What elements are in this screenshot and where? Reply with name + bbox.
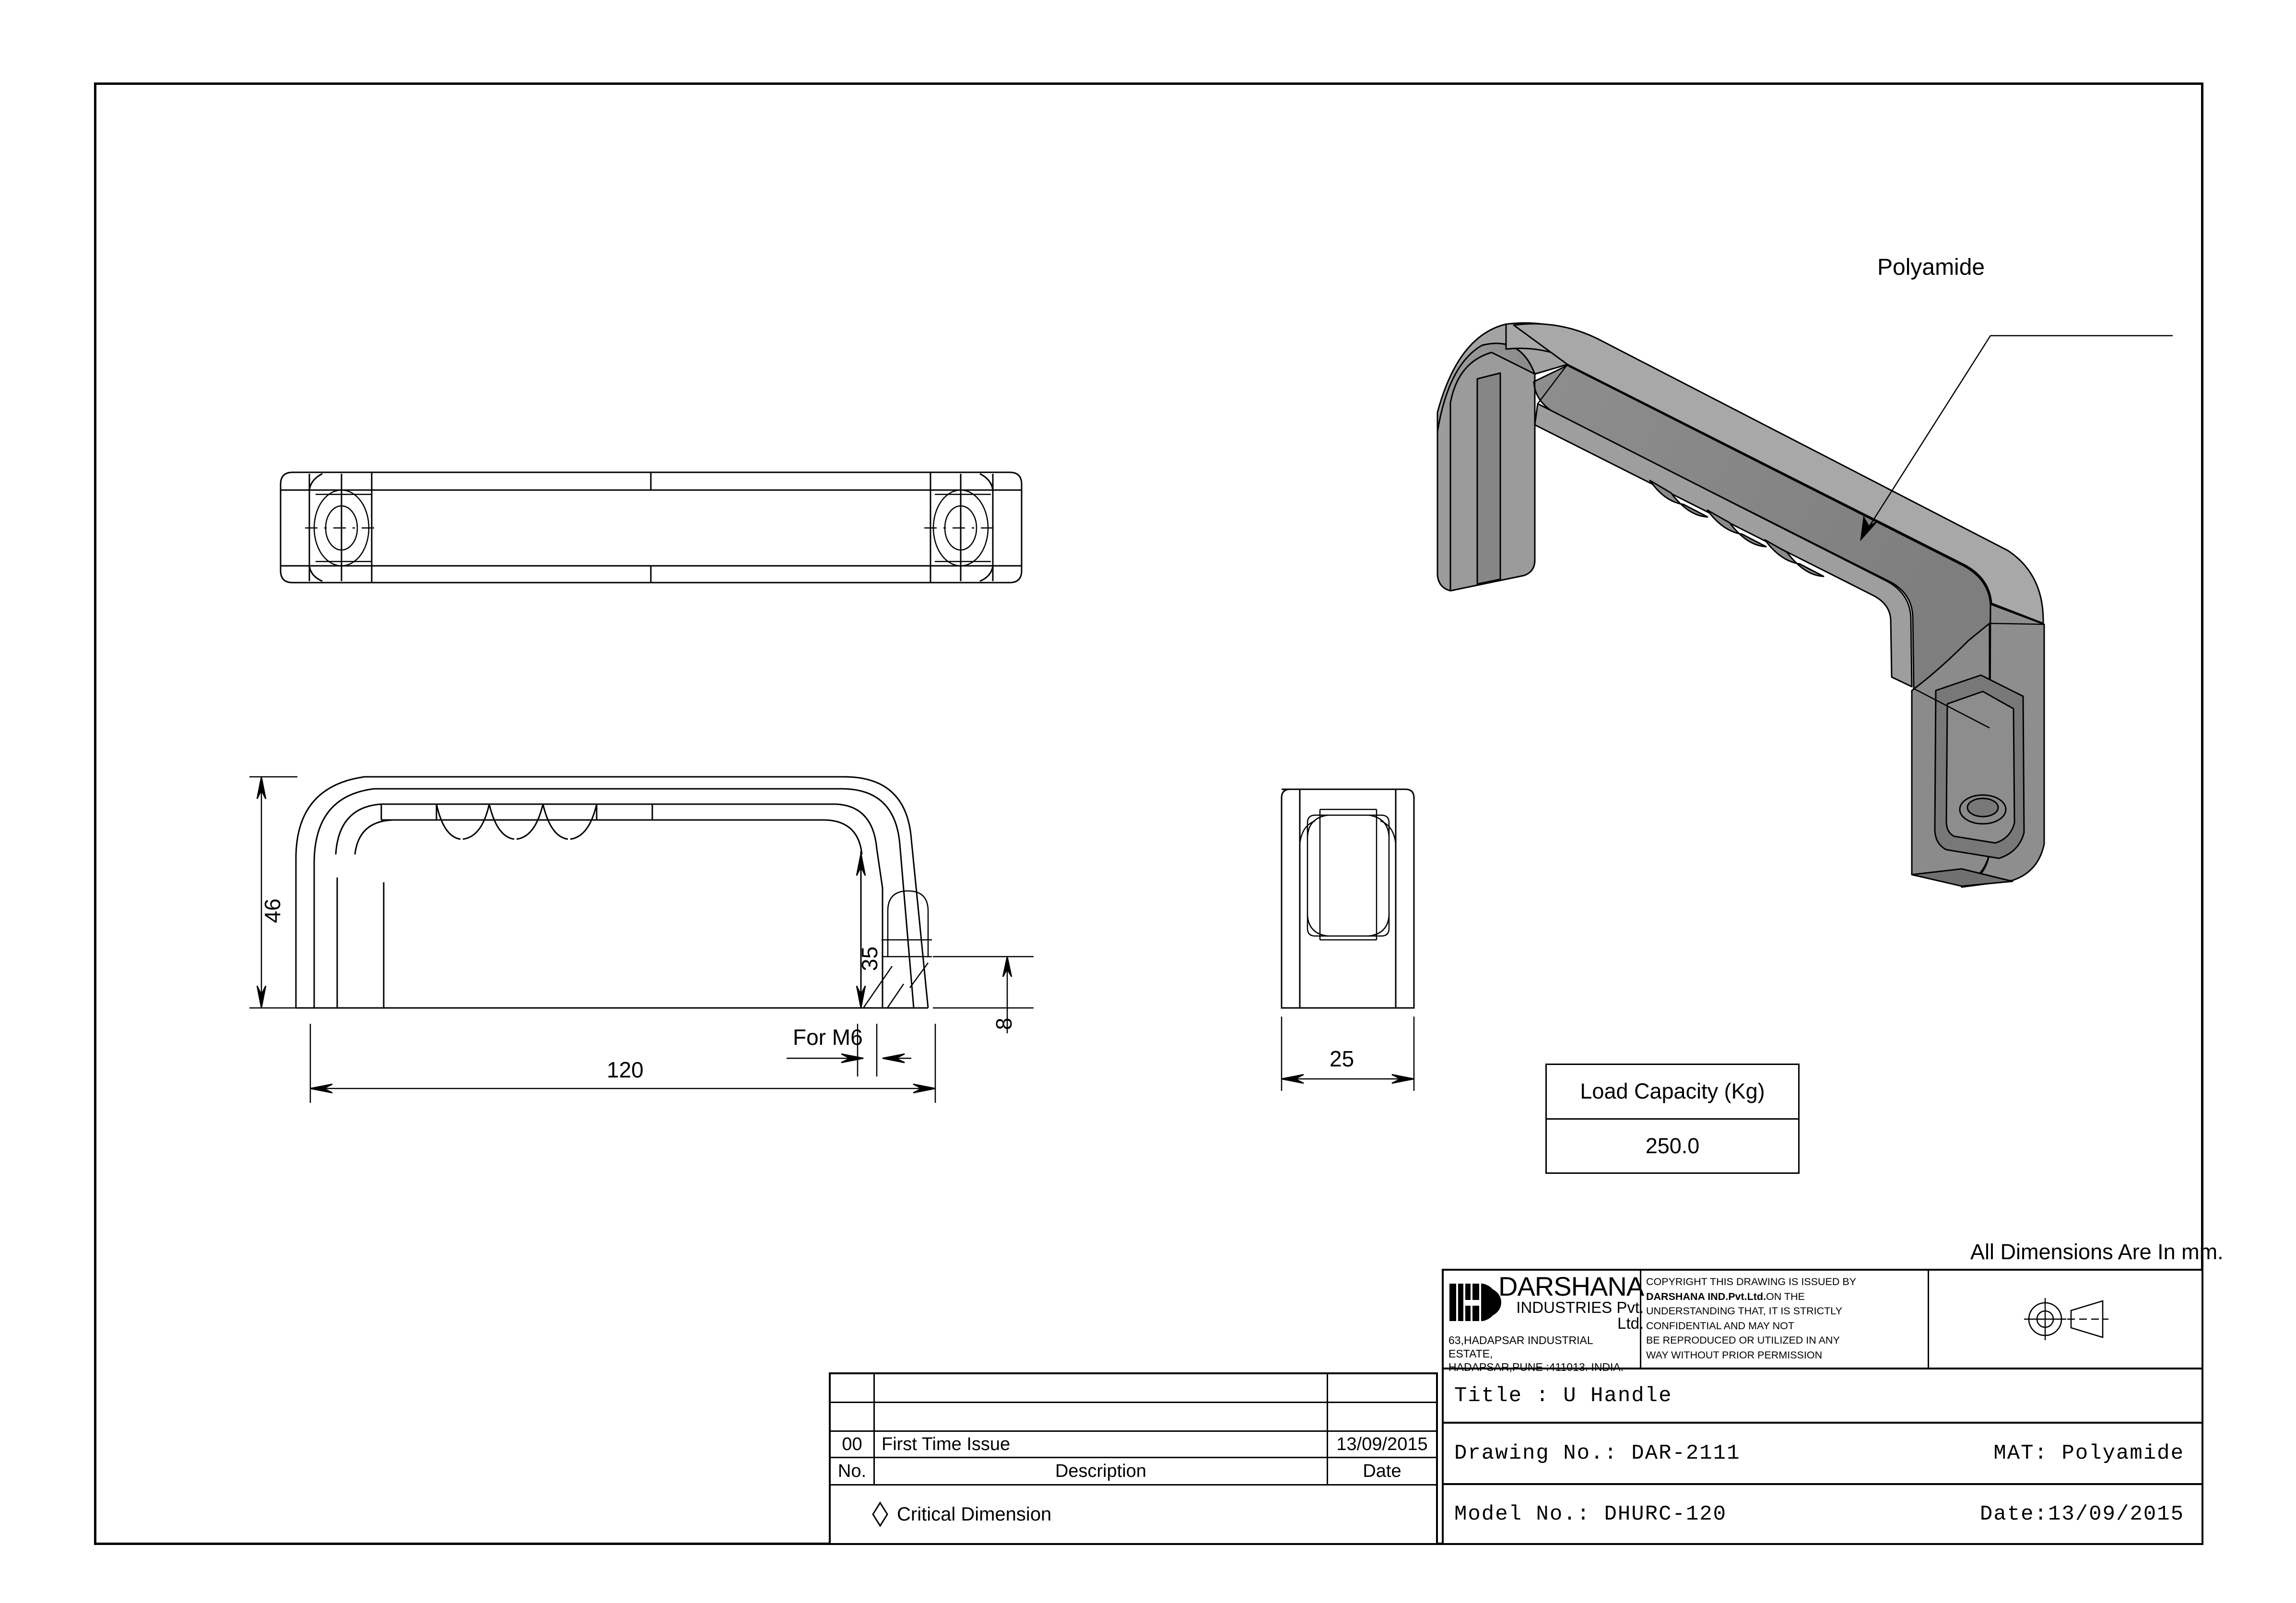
revision-desc [875, 1403, 1328, 1430]
dimension-thread-note-for-m6: For M6 [793, 1025, 863, 1050]
copyright-line-6: WAY WITHOUT PRIOR PERMISSION [1646, 1349, 1823, 1361]
revision-date [1328, 1403, 1436, 1430]
header-no: No. [831, 1458, 875, 1484]
table-header-row: No. Description Date [831, 1458, 1436, 1486]
copyright-line-2: DARSHANA IND.Pvt.Ltd.ON THE [1646, 1289, 1924, 1304]
drawing-title: Title : U Handle [1454, 1383, 1672, 1408]
projection-symbol-cell [1929, 1271, 2202, 1368]
header-description: Description [875, 1458, 1328, 1484]
copyright-line-3: UNDERSTANDING THAT, IT IS STRICTLY [1646, 1305, 1842, 1317]
material-spec: MAT: Polyamide [1993, 1441, 2184, 1465]
copyright-line-2-rest: ON THE [1766, 1290, 1805, 1302]
critical-dimension-label: Critical Dimension [897, 1503, 1052, 1525]
revision-date [1328, 1374, 1436, 1402]
copyright-line-1: COPYRIGHT THIS DRAWING IS ISSUED BY [1646, 1276, 1857, 1287]
title-block-top-row: DARSHANA INDUSTRIES Pvt. Ltd. 63,HADAPSA… [1444, 1271, 2202, 1373]
revision-date: 13/09/2015 [1336, 1434, 1428, 1454]
header-date: Date [1363, 1461, 1401, 1481]
dimension-overall-length-120: 120 [607, 1057, 644, 1082]
table-row: 00 First Time Issue 13/09/2015 [831, 1432, 1436, 1458]
revision-no [831, 1374, 875, 1402]
dimension-width-25: 25 [1330, 1046, 1354, 1071]
company-logo-cell: DARSHANA INDUSTRIES Pvt. Ltd. 63,HADAPSA… [1444, 1271, 1644, 1373]
copyright-line-5: BE REPRODUCED OR UTILIZED IN ANY [1646, 1334, 1840, 1346]
diamond-icon [872, 1501, 888, 1527]
drawing-number-row: Drawing No.: DAR-2111 MAT: Polyamide [1444, 1424, 2202, 1485]
revision-table: 00 First Time Issue 13/09/2015 No. Descr… [829, 1372, 1438, 1545]
copyright-line-4: CONFIDENTIAL AND MAY NOT [1646, 1320, 1794, 1332]
revision-desc: First Time Issue [875, 1432, 1328, 1457]
load-capacity-header: Load Capacity (Kg) [1547, 1065, 1798, 1120]
drawing-number: Drawing No.: DAR-2111 [1454, 1441, 1741, 1465]
revision-desc [875, 1374, 1328, 1402]
units-note: All Dimensions Are In mm. [1970, 1240, 2224, 1264]
copyright-notice: COPYRIGHT THIS DRAWING IS ISSUED BY DARS… [1641, 1271, 1929, 1368]
title-block: DARSHANA INDUSTRIES Pvt. Ltd. 63,HADAPSA… [1442, 1269, 2203, 1545]
critical-dimension-note-row: Critical Dimension [831, 1486, 1436, 1543]
table-row [831, 1374, 1436, 1403]
title-row: Title : U Handle [1444, 1369, 2202, 1424]
load-capacity-table: Load Capacity (Kg) 250.0 [1545, 1064, 1800, 1174]
revision-no: 00 [831, 1432, 875, 1457]
revision-no [831, 1403, 875, 1430]
company-subtitle: INDUSTRIES Pvt. Ltd. [1516, 1299, 1644, 1333]
table-row [831, 1403, 1436, 1432]
first-angle-projection-icon [2024, 1298, 2108, 1340]
copyright-company: DARSHANA IND.Pvt.Ltd. [1646, 1290, 1766, 1302]
company-address-line-1: 63,HADAPSAR INDUSTRIAL ESTATE, [1448, 1334, 1593, 1360]
model-number: Model No.: DHURC-120 [1454, 1502, 1727, 1526]
model-number-row: Model No.: DHURC-120 Date:13/09/2015 [1444, 1485, 2202, 1543]
company-name: DARSHANA [1498, 1271, 1644, 1301]
company-address-line-2: HADAPSAR,PUNE :411013. INDIA. [1448, 1361, 1624, 1374]
callout-label-polyamide: Polyamide [1877, 255, 1985, 280]
drawing-date: Date:13/09/2015 [1979, 1502, 2184, 1526]
darshana-logo-icon [1449, 1284, 1501, 1322]
load-capacity-value: 250.0 [1645, 1133, 1700, 1158]
